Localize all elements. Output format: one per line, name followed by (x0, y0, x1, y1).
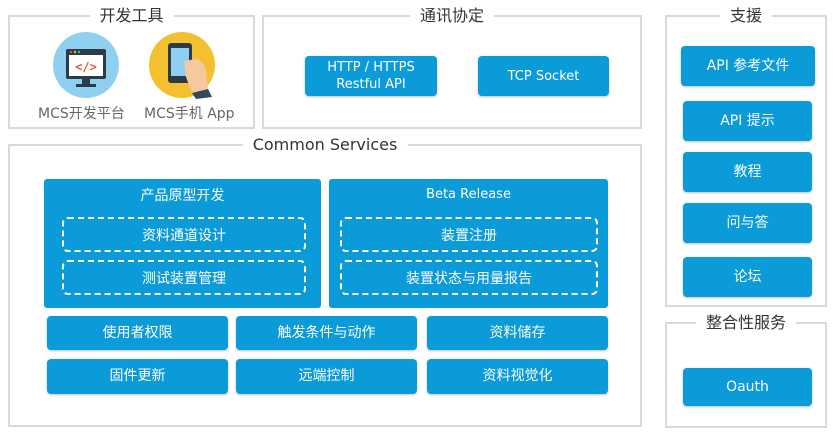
trigger-action-button[interactable]: 触发条件与动作 (236, 316, 417, 350)
forum-button[interactable]: 论坛 (683, 257, 812, 297)
oauth-button[interactable]: Oauth (683, 368, 812, 406)
api-reference-button[interactable]: API 参考文件 (681, 46, 815, 86)
api-tips-button[interactable]: API 提示 (683, 101, 812, 141)
data-visualization-button[interactable]: 资料视觉化 (427, 359, 608, 394)
common-services-panel: Common Services 产品原型开发 资料通道设计 测试装置管理 Bet… (8, 134, 642, 427)
tutorial-button[interactable]: 教程 (683, 152, 812, 192)
svg-text:</>: </> (75, 60, 97, 74)
prototype-title: 产品原型开发 (140, 188, 225, 204)
integration-title: 整合性服务 (695, 312, 797, 334)
beta-release-block: Beta Release 装置注册 装置状态与用量报告 (329, 179, 608, 308)
user-permissions-button[interactable]: 使用者权限 (47, 316, 228, 350)
test-device-management-item[interactable]: 测试装置管理 (62, 260, 306, 295)
faq-button[interactable]: 问与答 (683, 203, 812, 243)
mcs-mobile-app-label: MCS手机 App (144, 106, 235, 122)
code-monitor-icon: </> (53, 32, 119, 98)
beta-release-title: Beta Release (426, 187, 511, 202)
device-registration-item[interactable]: 装置注册 (340, 217, 598, 252)
device-status-usage-report-item[interactable]: 装置状态与用量报告 (340, 260, 598, 295)
support-title: 支援 (719, 5, 773, 27)
protocols-panel: 通讯协定 HTTP / HTTPS Restful API TCP Socket (262, 5, 642, 129)
dev-tools-title: 开发工具 (89, 5, 174, 27)
dev-tools-panel: 开发工具 </> MCS开发平台 MCS手机 App (8, 5, 255, 129)
mcs-dev-platform-label: MCS开发平台 (38, 106, 125, 122)
support-panel: 支援 API 参考文件 API 提示 教程 问与答 论坛 (665, 5, 827, 307)
remote-control-button[interactable]: 远端控制 (236, 359, 417, 394)
phone-hand-icon (149, 32, 215, 99)
protocols-title: 通讯协定 (409, 5, 495, 27)
integration-panel: 整合性服务 Oauth (665, 312, 827, 428)
prototype-block: 产品原型开发 资料通道设计 测试装置管理 (44, 179, 321, 308)
data-storage-button[interactable]: 资料储存 (427, 316, 608, 350)
common-services-title: Common Services (242, 134, 408, 156)
data-channel-design-item[interactable]: 资料通道设计 (62, 217, 306, 252)
tcp-socket-button[interactable]: TCP Socket (478, 56, 609, 96)
firmware-update-button[interactable]: 固件更新 (47, 359, 228, 394)
http-restful-api-button[interactable]: HTTP / HTTPS Restful API (305, 56, 437, 96)
